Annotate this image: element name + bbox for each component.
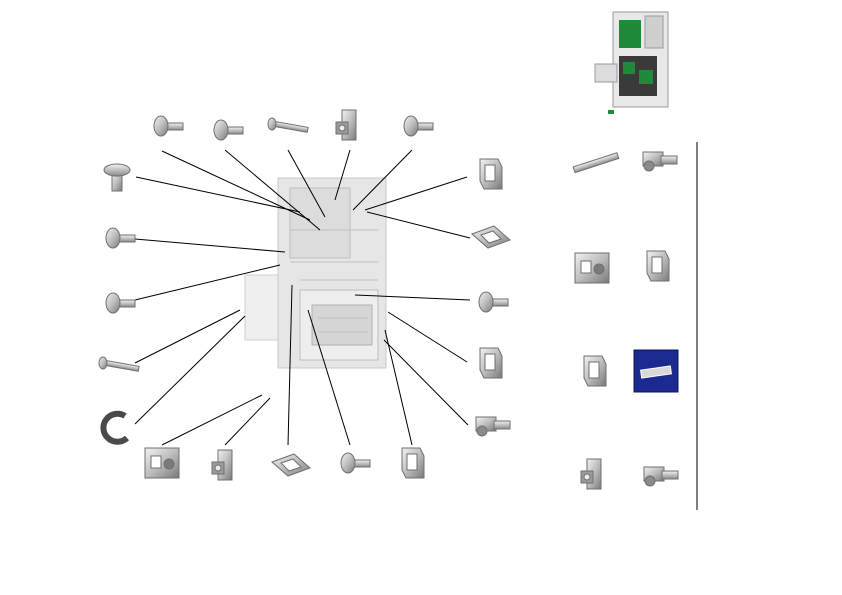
screw-icon	[478, 291, 509, 313]
block-icon	[574, 252, 610, 284]
frame-bracket-catalog	[583, 355, 607, 387]
clamp-bottom	[211, 449, 233, 481]
ring-frame-bottom	[271, 453, 311, 477]
square-frame	[471, 225, 511, 249]
bolt-icon	[267, 117, 309, 133]
ring-icon	[100, 410, 130, 445]
central-assembly	[244, 177, 387, 369]
bracket-icon	[479, 158, 503, 190]
frame-icon	[471, 225, 511, 249]
round-head-screw-top-right	[403, 115, 434, 137]
pin-icon	[103, 163, 131, 192]
bracket-icon	[479, 347, 503, 379]
clamp-icon	[335, 109, 357, 141]
small-screw-bottom	[340, 452, 371, 474]
bolt-icon	[98, 356, 140, 372]
clip-catalog-2	[643, 466, 679, 487]
terminal-block-catalog	[574, 252, 610, 284]
frame-icon	[271, 453, 311, 477]
screw-icon	[403, 115, 434, 137]
round-head-screw-left	[105, 227, 136, 249]
assembly-thumbnail	[594, 11, 669, 114]
bracket-icon	[583, 355, 607, 387]
tie-icon	[572, 152, 620, 174]
large-bracket-bottom	[401, 447, 425, 479]
clip-icon	[475, 416, 511, 437]
screw-icon	[213, 119, 244, 141]
clamp-catalog	[580, 458, 602, 490]
hex-head-screw-right	[478, 291, 509, 313]
clamp-bracket-top	[335, 109, 357, 141]
long-bolt-top	[267, 117, 309, 133]
clamp-icon	[580, 458, 602, 490]
clamp-icon	[211, 449, 233, 481]
screw-icon	[105, 227, 136, 249]
retaining-ring	[100, 410, 130, 445]
clip-icon	[643, 466, 679, 487]
screw-icon	[340, 452, 371, 474]
clip-right	[475, 416, 511, 437]
flat-head-pin	[103, 163, 131, 192]
cable-tie	[572, 152, 620, 174]
mushroom-screw-top	[153, 115, 184, 137]
assembly-upper-panel	[289, 187, 351, 259]
screw-icon	[105, 292, 136, 314]
connector-strip-highlight	[633, 349, 679, 393]
leader-lines	[134, 149, 471, 446]
spring-bracket	[479, 158, 503, 190]
clip-catalog-1	[642, 151, 678, 172]
bracket-icon	[646, 250, 670, 282]
cross-head-screw	[213, 119, 244, 141]
long-screw-left	[98, 356, 140, 372]
washer-screw-left	[105, 292, 136, 314]
terminal-block-bottom	[144, 447, 180, 479]
large-bracket-catalog	[646, 250, 670, 282]
clip-icon	[642, 151, 678, 172]
screw-icon	[153, 115, 184, 137]
connector-icon	[633, 349, 679, 393]
frame-bracket-right	[479, 347, 503, 379]
block-icon	[144, 447, 180, 479]
bracket-icon	[401, 447, 425, 479]
assembly-component-grid	[311, 304, 373, 346]
